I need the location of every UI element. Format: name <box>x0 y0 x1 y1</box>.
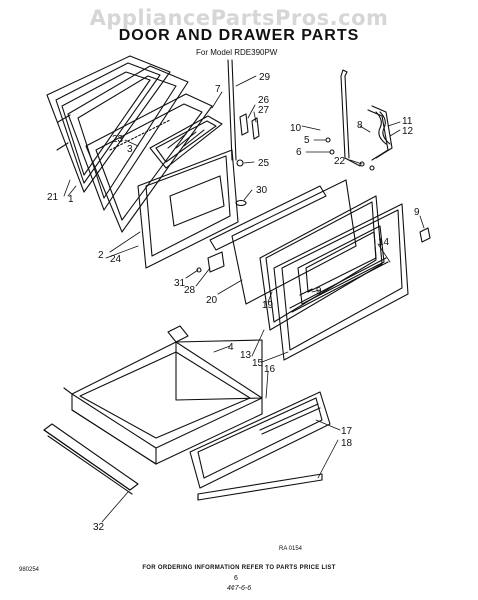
diagram-title: DOOR AND DRAWER PARTS <box>118 27 360 44</box>
inner-door-panel <box>85 93 213 233</box>
callout-28: 28 <box>184 285 196 296</box>
callout-14: 14 <box>378 237 390 248</box>
callout-3: 3 <box>127 144 133 155</box>
callout-6: 6 <box>296 147 302 158</box>
callout-15: 15 <box>252 358 264 369</box>
drawer-slide-rail <box>43 423 139 495</box>
callout-leader-lines <box>63 75 425 523</box>
callout-13: 13 <box>240 350 252 361</box>
callout-22: 22 <box>334 156 346 167</box>
callout-9-lower: 9 <box>316 286 322 297</box>
callout-21: 21 <box>47 192 59 203</box>
callout-26: 26 <box>258 95 270 106</box>
callout-2: 2 <box>98 250 104 261</box>
callout-18: 18 <box>341 438 353 449</box>
outer-door-panel <box>46 55 171 193</box>
outer-oven-door-frame <box>273 203 409 361</box>
callout-11: 11 <box>402 116 413 127</box>
drawer-front-panel <box>189 391 331 489</box>
watermark-text: AppliancePartsPros.com <box>89 6 389 30</box>
callout-9-upper: 9 <box>414 207 420 218</box>
callout-20: 20 <box>206 295 218 306</box>
callout-16: 16 <box>264 364 276 375</box>
hinge-brackets <box>325 69 393 171</box>
callout-4: 4 <box>228 342 234 353</box>
callout-5: 5 <box>304 135 310 146</box>
diagram-subtitle: For Model RDE390PW <box>196 48 278 57</box>
callout-25: 25 <box>258 158 270 169</box>
door-glass <box>149 115 223 169</box>
handwritten-note: 4¢7-6-6 <box>227 585 252 592</box>
callout-27: 27 <box>258 105 270 116</box>
callout-24: 24 <box>110 254 122 265</box>
hinge-springs <box>375 111 391 145</box>
diagram-code: RA 0154 <box>279 546 303 552</box>
door-rod <box>227 59 237 161</box>
callout-12: 12 <box>402 126 414 137</box>
ordering-note: FOR ORDERING INFORMATION REFER TO PARTS … <box>142 565 336 571</box>
callout-32: 32 <box>93 522 105 533</box>
door-insulation-panel <box>209 179 357 305</box>
storage-drawer <box>63 325 263 465</box>
callout-23: 23 <box>112 134 124 145</box>
door-liner-frame <box>67 65 189 211</box>
oven-door-inner <box>137 149 239 269</box>
callout-19: 19 <box>262 300 274 311</box>
hinge-pin <box>419 227 431 243</box>
door-stop-bracket <box>196 251 225 273</box>
callout-31: 31 <box>174 278 186 289</box>
callout-numbers: 29 7 26 27 25 30 23 3 1 21 2 24 31 28 20… <box>47 72 420 533</box>
part-number-code: 980254 <box>19 567 40 573</box>
callout-29: 29 <box>259 72 271 83</box>
callout-7: 7 <box>215 84 221 95</box>
callout-17: 17 <box>341 426 353 437</box>
door-glass-panel <box>259 195 383 331</box>
callout-8: 8 <box>357 120 363 131</box>
drawer-trim-strip <box>197 473 323 501</box>
callout-30: 30 <box>256 185 268 196</box>
callout-1: 1 <box>68 194 74 205</box>
callout-10: 10 <box>290 123 302 134</box>
page-number: 6 <box>234 575 238 582</box>
